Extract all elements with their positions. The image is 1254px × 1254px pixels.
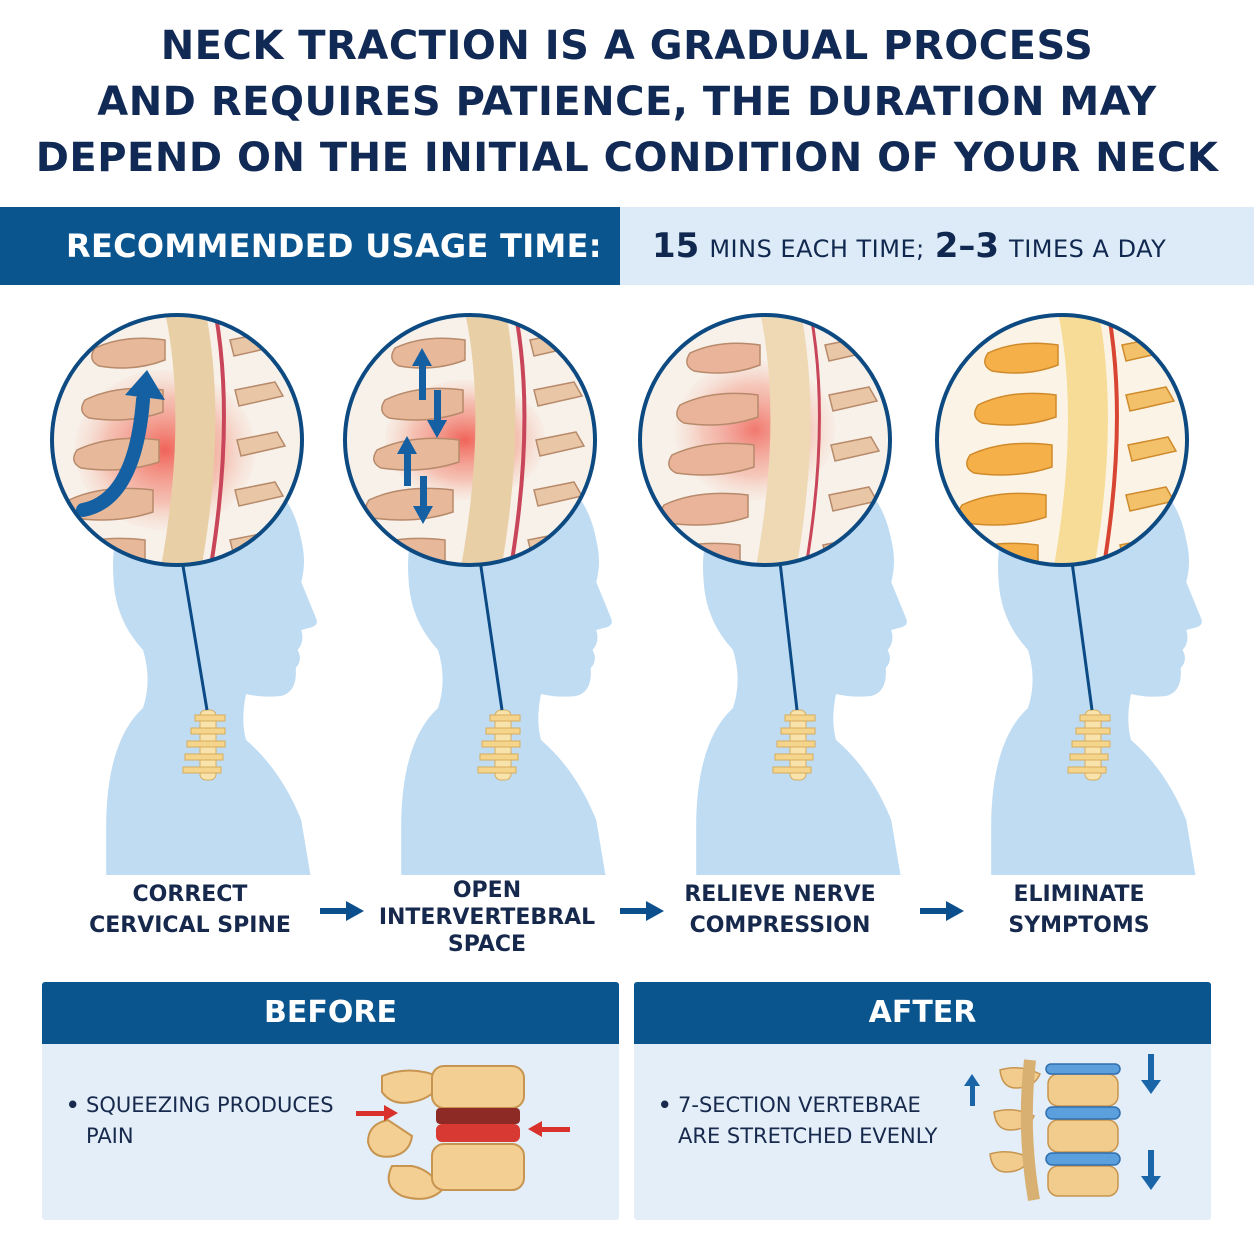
stage-open-space [320, 300, 620, 875]
usage-label: RECOMMENDED USAGE TIME: [66, 227, 602, 265]
arrow-right-icon [620, 901, 664, 921]
usage-label-banner: RECOMMENDED USAGE TIME: [0, 207, 620, 285]
before-heading: BEFORE [42, 982, 619, 1044]
title-line-1: NECK TRACTION IS A GRADUAL PROCESS [160, 23, 1094, 69]
before-description: • SQUEEZING PRODUCES PAIN [66, 1090, 366, 1152]
after-panel: AFTER • 7-SECTION VERTEBRAE ARE STRETCHE… [634, 982, 1211, 1220]
stage-eliminate-symptoms [910, 300, 1210, 875]
after-heading: AFTER [634, 982, 1211, 1044]
step-label-relieve-nerve: RELIEVE NERVE COMPRESSION [684, 882, 876, 938]
bullet: • [66, 1093, 80, 1117]
after-description: • 7-SECTION VERTEBRAE ARE STRETCHED EVEN… [658, 1090, 958, 1152]
compressed-disc-icon [356, 1065, 570, 1200]
neck-spine-icon [477, 709, 521, 781]
neck-spine-icon [1067, 709, 1111, 781]
arrow-right-icon [920, 901, 964, 921]
usage-value-banner: 15 MINS EACH TIME; 2–3 TIMES A DAY [620, 207, 1254, 285]
neck-spine-icon [772, 709, 816, 781]
spine-closeup-icon [52, 315, 302, 565]
arrow-right-icon [320, 901, 364, 921]
before-text: SQUEEZING PRODUCES PAIN [86, 1093, 334, 1148]
stretched-vertebrae-icon [964, 1054, 1161, 1202]
step-label-open-space: OPEN INTERVERTEBRAL SPACE [378, 878, 596, 957]
spine-closeup-icon [345, 315, 595, 565]
stretch-arrows-icon [397, 348, 447, 524]
step-label-correct-spine: CORRECT CERVICAL SPINE [89, 882, 291, 938]
usage-times-text: TIMES A DAY [1009, 235, 1167, 263]
stage-relieve-nerve [615, 300, 915, 875]
usage-minutes-text: MINS EACH TIME; [709, 235, 925, 263]
step-label-eliminate-symptoms: ELIMINATE SYMPTOMS [1008, 882, 1150, 938]
usage-minutes: 15 [652, 226, 700, 266]
title-line-3: DEPEND ON THE INITIAL CONDITION OF YOUR … [35, 135, 1219, 181]
usage-times: 2–3 [934, 226, 1000, 266]
stage-correct-spine [25, 300, 325, 875]
before-panel: BEFORE • SQUEEZING PRODUCES PAIN [42, 982, 619, 1220]
bullet: • [658, 1093, 672, 1117]
page-title: NECK TRACTION IS A GRADUAL PROCESS AND R… [0, 18, 1254, 186]
neck-spine-icon [182, 709, 226, 781]
title-line-2: AND REQUIRES PATIENCE, THE DURATION MAY [97, 79, 1157, 125]
after-text: 7-SECTION VERTEBRAE ARE STRETCHED EVENLY [678, 1093, 938, 1148]
